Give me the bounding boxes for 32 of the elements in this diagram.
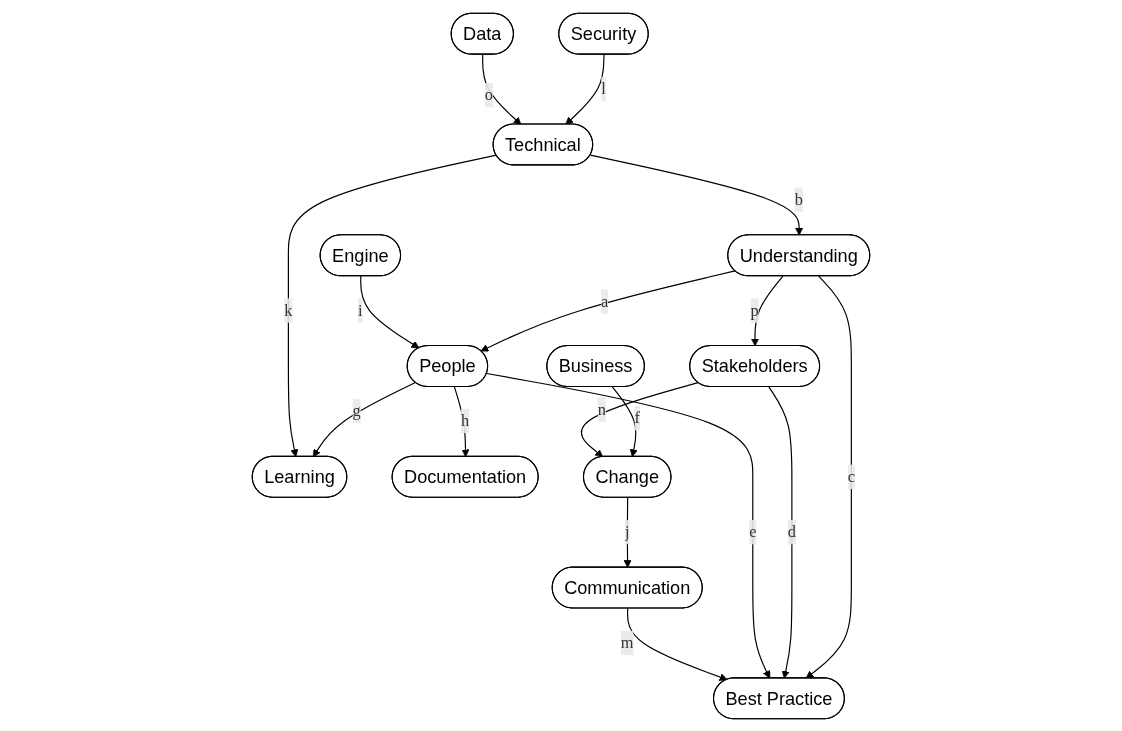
edge-label: c bbox=[847, 466, 855, 485]
arrow bbox=[627, 607, 728, 681]
arrow bbox=[360, 275, 420, 348]
edge-label: p bbox=[750, 300, 759, 319]
edge-label: i bbox=[358, 300, 363, 319]
edge-label: l bbox=[601, 79, 606, 98]
edge-label: d bbox=[787, 522, 796, 541]
arrow bbox=[768, 385, 793, 679]
edge-label: e bbox=[749, 522, 757, 541]
edge-label: f bbox=[634, 408, 640, 427]
arrow bbox=[480, 269, 736, 351]
edge-label: a bbox=[601, 291, 609, 310]
arrow bbox=[589, 154, 804, 236]
edge-label: k bbox=[284, 300, 293, 319]
arrow bbox=[486, 372, 771, 679]
arrow bbox=[751, 275, 784, 346]
arrow bbox=[482, 53, 522, 125]
edge-label: o bbox=[484, 85, 493, 104]
edge-label: b bbox=[794, 189, 803, 208]
arrow bbox=[611, 385, 638, 457]
edge-label: g bbox=[352, 401, 361, 420]
arrow bbox=[312, 381, 417, 457]
arrow bbox=[453, 385, 470, 457]
arrow bbox=[805, 275, 852, 679]
edge-label: h bbox=[460, 411, 470, 430]
arrow bbox=[287, 154, 497, 457]
edge-label: j bbox=[624, 522, 630, 541]
edge-label: m bbox=[620, 632, 634, 652]
arrow bbox=[623, 496, 632, 568]
edge-label: n bbox=[597, 399, 606, 418]
arrow bbox=[565, 53, 605, 125]
arrow bbox=[580, 381, 699, 457]
